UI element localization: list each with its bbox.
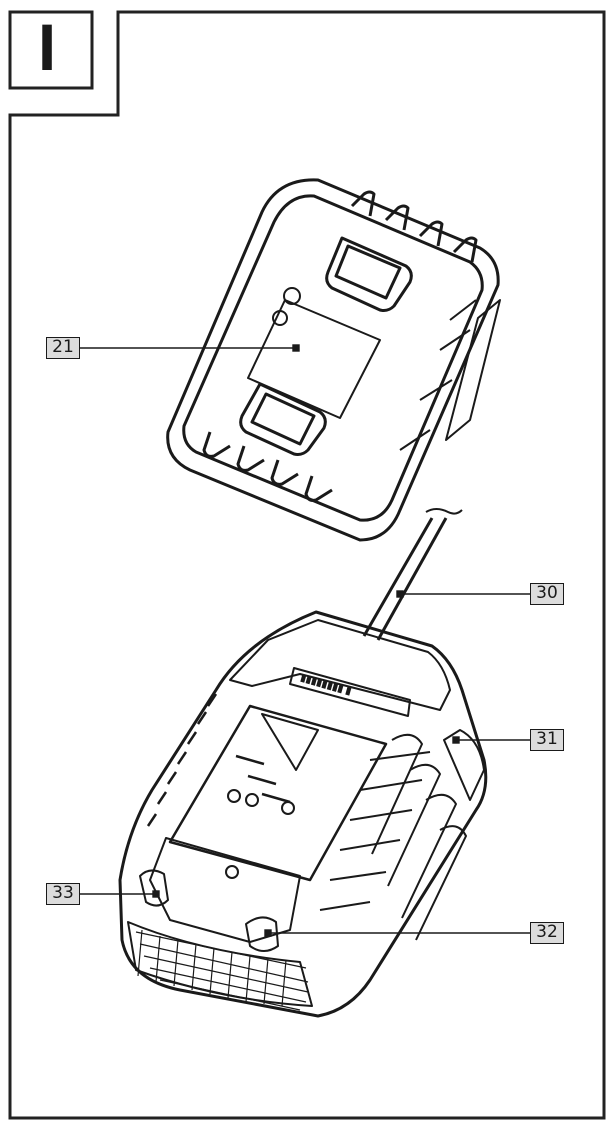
charger: ▮▮▮▮▮▮▮▮ ▮ [118,610,488,1018]
callout-32: 32 [530,922,564,944]
callout-21: 21 [46,337,80,359]
section-label: I [37,10,57,84]
charger-cable [362,508,463,641]
section-label-box [8,10,94,90]
callout-31: 31 [530,729,564,751]
callout-33: 33 [46,883,80,905]
battery-pack [166,178,501,542]
leader-lines [80,344,530,937]
callout-30: 30 [530,583,564,605]
figure-frame [8,10,606,1120]
